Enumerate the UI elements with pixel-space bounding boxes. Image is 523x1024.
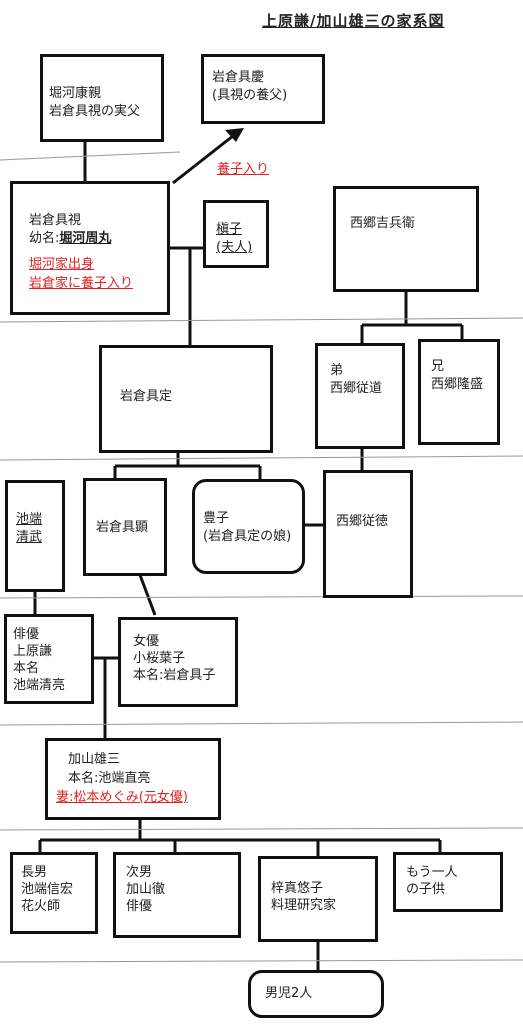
person-iwakura-tomosada: 岩倉具定 — [99, 345, 273, 453]
person-note: (具視の養父) — [212, 88, 288, 104]
person-occupation: 俳優 — [13, 627, 40, 642]
person-name: 池端信宏 — [21, 881, 74, 897]
person-name: 加山雄三 — [68, 752, 121, 767]
person-second-son: 次男 加山徹 俳優 — [113, 852, 241, 938]
person-makiko: 槇子 (夫人) — [203, 200, 269, 268]
person-name: 梓真悠子 — [271, 881, 324, 896]
person-real-name: 池端清亮 — [13, 677, 66, 693]
adoption-label: 養子入り — [217, 162, 270, 177]
person-relation: 兄 — [431, 359, 445, 374]
person-grandsons: 男児2人 — [248, 970, 384, 1018]
person-name: 岩倉具定 — [120, 389, 173, 404]
person-azusa-mayuko: 梓真悠子 料理研究家 — [258, 856, 378, 942]
person-occupation: 俳優 — [126, 898, 153, 914]
person-origin: 堀河家出身 — [29, 257, 95, 273]
person-iwakura-tomoaki: 岩倉具顕 — [83, 478, 167, 576]
person-name: 西郷従徳 — [336, 514, 389, 529]
person-name: 岩倉具慶 — [212, 70, 265, 85]
person-iwakura-tomoyasu: 岩倉具慶 (具視の養父) — [201, 54, 325, 124]
person-name: 西郷隆盛 — [431, 377, 484, 393]
person-name-line1: もう一人 — [406, 865, 458, 880]
page-title: 上原謙/加山雄三の家系図 — [262, 12, 445, 30]
person-real-name: 本名:岩倉具子 — [133, 667, 216, 683]
person-uehara-ken: 俳優 上原謙 本名 池端清亮 — [4, 614, 94, 704]
person-real-name-label: 本名 — [13, 660, 40, 676]
person-ikehata-kiyotake: 池端 清武 — [5, 480, 65, 592]
person-toyoko: 豊子 (岩倉具定の娘) — [192, 479, 305, 574]
person-name: 西郷吉兵衛 — [350, 216, 416, 231]
person-saigo-tsugunori: 西郷従徳 — [323, 470, 413, 598]
person-spouse: 妻:松本めぐみ(元女優) — [56, 789, 188, 805]
person-relation: 長男 — [21, 865, 48, 880]
person-horikawa-yasuchika: 堀河康親 岩倉具視の実父 — [40, 54, 164, 142]
person-relation: 次男 — [126, 865, 153, 880]
person-occupation: 花火師 — [21, 898, 61, 914]
person-childhood-name: 幼名:堀河周丸 — [29, 231, 112, 247]
person-eldest-son: 長男 池端信宏 花火師 — [10, 852, 98, 934]
person-occupation: 女優 — [133, 634, 160, 649]
person-koizakura-yoko: 女優 小桜葉子 本名:岩倉具子 — [118, 617, 238, 707]
person-occupation: 料理研究家 — [271, 897, 337, 913]
person-name: 小桜葉子 — [133, 650, 186, 666]
person-saigo-kichibe: 西郷吉兵衛 — [333, 186, 479, 292]
person-name: 岩倉具顕 — [96, 520, 149, 535]
person-note: (岩倉具定の娘) — [203, 529, 292, 545]
person-name: 豊子 — [203, 511, 230, 526]
person-adoption: 岩倉家に養子入り — [29, 275, 134, 291]
person-name-line2: 清武 — [16, 530, 43, 546]
person-name: 加山徹 — [126, 881, 166, 897]
person-name-line2: の子供 — [406, 881, 446, 897]
person-name-line1: 池端 — [16, 512, 43, 527]
person-name: 上原謙 — [13, 643, 53, 659]
person-note: (夫人) — [216, 240, 253, 256]
person-name: 男児2人 — [265, 986, 313, 1001]
person-name: 西郷従道 — [330, 381, 383, 397]
person-name: 槇子 — [216, 222, 243, 237]
person-another-child: もう一人 の子供 — [393, 852, 503, 912]
person-name: 堀河康親 — [49, 86, 102, 101]
person-iwakura-tomomi: 岩倉具視 幼名:堀河周丸 堀河家出身 岩倉家に養子入り — [10, 181, 170, 315]
person-name: 岩倉具視 — [29, 213, 82, 228]
person-kayama-yuzo: 加山雄三 本名:池端直亮 妻:松本めぐみ(元女優) — [45, 738, 221, 820]
person-saigo-takamori: 兄 西郷隆盛 — [418, 339, 500, 445]
person-saigo-tsugumichi: 弟 西郷従道 — [315, 343, 405, 449]
person-relation: 弟 — [330, 363, 344, 378]
person-real-name: 本名:池端直亮 — [68, 770, 151, 786]
person-note: 岩倉具視の実父 — [49, 104, 141, 120]
